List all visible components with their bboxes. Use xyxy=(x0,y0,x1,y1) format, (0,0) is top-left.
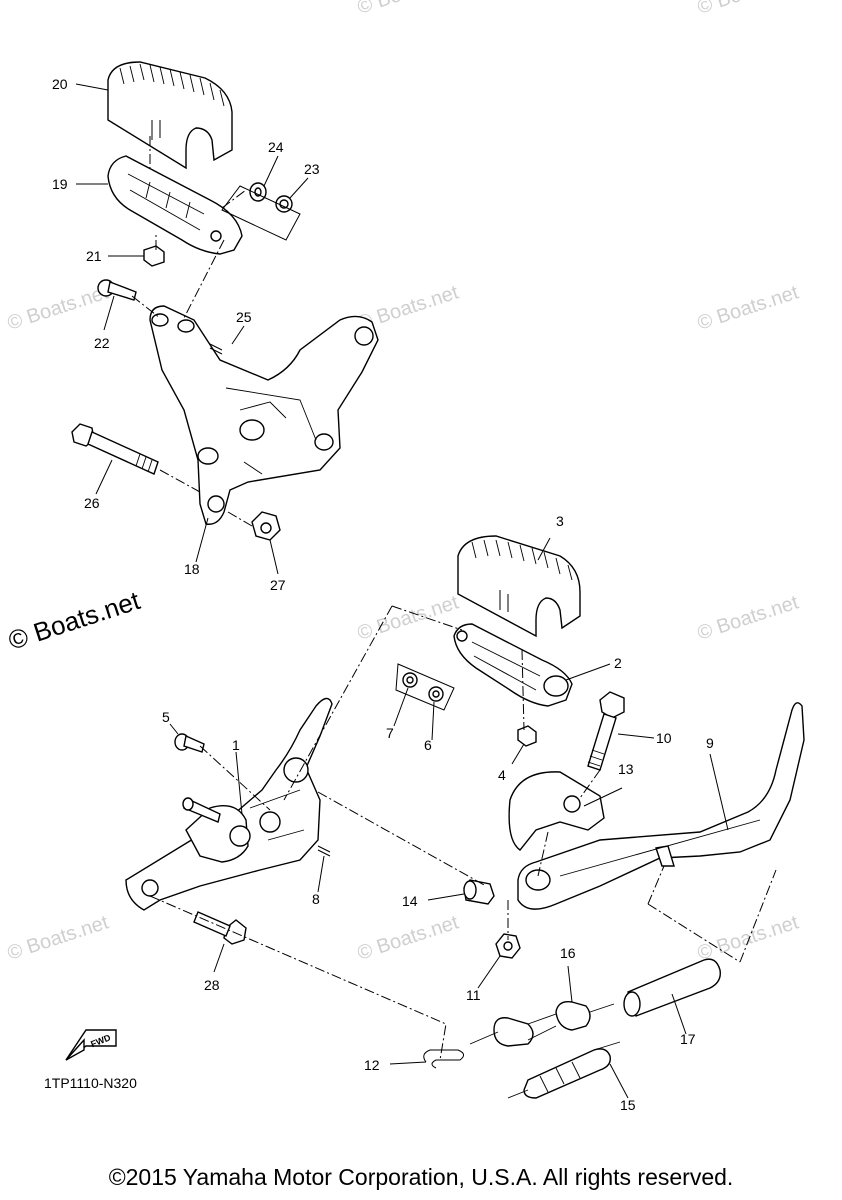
callout-9: 9 xyxy=(706,735,714,751)
leader-lines xyxy=(75,83,729,1099)
callout-19: 19 xyxy=(52,176,68,192)
callout-24: 24 xyxy=(268,139,284,155)
bolt-26-part xyxy=(71,423,159,475)
watermark-large: © Boats.net xyxy=(5,585,145,656)
watermark: © Boats.net xyxy=(355,591,462,644)
nut-21-part xyxy=(143,245,165,267)
callout-7: 7 xyxy=(386,725,394,741)
spring-16-part xyxy=(469,1001,615,1047)
callout-4: 4 xyxy=(498,767,506,783)
part-code: 1TP1110-N320 xyxy=(44,1075,137,1091)
watermark: © Boats.net xyxy=(695,591,802,644)
callout-20: 20 xyxy=(52,76,68,92)
collar-14-part xyxy=(463,879,495,905)
watermark: © Boats.net xyxy=(5,911,112,964)
callout-22: 22 xyxy=(94,335,110,351)
nut-27-part xyxy=(251,511,281,541)
footrest-bracket-rear-part xyxy=(107,155,243,255)
callout-25: 25 xyxy=(236,309,252,325)
bolt-28-part xyxy=(193,911,247,945)
nut-4-part xyxy=(517,725,537,747)
callout-21: 21 xyxy=(86,248,102,264)
pin-5-part xyxy=(174,733,205,753)
callout-14: 14 xyxy=(402,893,418,909)
spring-6-part xyxy=(428,686,444,702)
watermark: © Boats.net xyxy=(695,911,802,964)
callout-10: 10 xyxy=(656,730,672,746)
footrest-rubber-front-part xyxy=(457,535,581,638)
watermark: © Boats.net xyxy=(695,281,802,334)
callout-1: 1 xyxy=(232,737,240,753)
callout-12: 12 xyxy=(364,1057,380,1073)
callout-26: 26 xyxy=(84,495,100,511)
callout-16: 16 xyxy=(560,945,576,961)
callout-17: 17 xyxy=(680,1031,696,1047)
callout-5: 5 xyxy=(162,709,170,725)
footrest-rubber-rear-part xyxy=(107,61,233,170)
assembly-lines xyxy=(131,136,777,1061)
watermark: © Boats.net xyxy=(355,911,462,964)
callout-28: 28 xyxy=(204,977,220,993)
callout-23: 23 xyxy=(304,161,320,177)
cotter-pin-25-part xyxy=(209,343,223,355)
callout-15: 15 xyxy=(620,1097,636,1113)
watermark: © Boats.net xyxy=(695,0,802,19)
main-bracket-1-part xyxy=(125,697,333,911)
bushing-7-part xyxy=(395,663,455,711)
pivot-shaft-part xyxy=(182,797,221,823)
pin-22-part xyxy=(97,279,137,301)
callout-6: 6 xyxy=(424,737,432,753)
watermark-group: © Boats.net © Boats.net © Boats.net © Bo… xyxy=(5,0,802,965)
sidestand-9-part xyxy=(517,702,805,910)
callout-11: 11 xyxy=(466,987,481,1003)
sleeve-17-part xyxy=(623,958,721,1017)
bolt-10-part xyxy=(587,691,625,771)
copyright-notice: ©2015 Yamaha Motor Corporation, U.S.A. A… xyxy=(108,1164,734,1190)
rear-footrest-bracket-part xyxy=(149,305,379,525)
spring-15-part xyxy=(507,1041,621,1099)
callout-27: 27 xyxy=(270,577,286,593)
callout-2: 2 xyxy=(614,655,622,671)
watermark: © Boats.net xyxy=(355,0,462,19)
callout-18: 18 xyxy=(184,561,200,577)
cotter-pin-8-part xyxy=(317,845,331,857)
clip-12-part xyxy=(423,1049,464,1069)
watermark: © Boats.net xyxy=(5,281,112,334)
bracket-plate-13-part xyxy=(508,771,605,851)
callout-labels: 20 19 21 22 24 23 25 26 18 27 3 2 7 6 4 … xyxy=(52,76,714,1113)
nut-11-part xyxy=(495,933,521,959)
callout-3: 3 xyxy=(556,513,564,529)
callout-8: 8 xyxy=(312,891,320,907)
spring-23-part xyxy=(221,185,301,241)
callout-13: 13 xyxy=(618,761,634,777)
fwd-arrow-icon: FWD xyxy=(65,1029,117,1061)
footrest-bracket-front-part xyxy=(453,623,573,707)
